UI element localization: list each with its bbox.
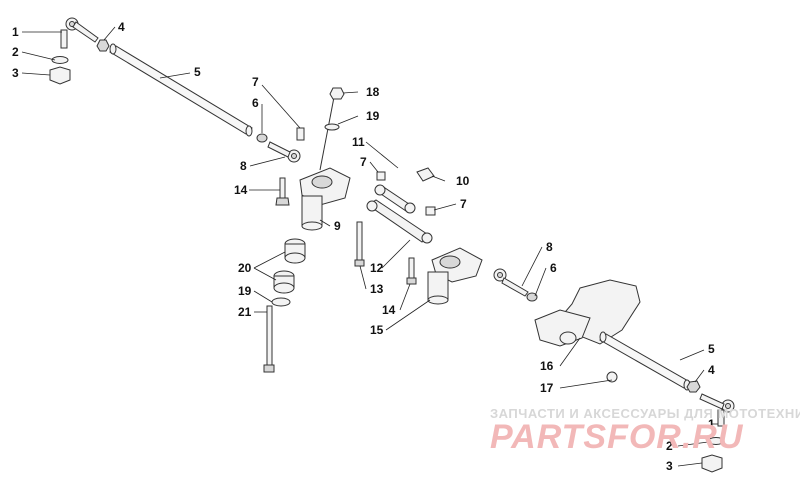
washer-lower [271, 297, 291, 307]
callout-5-upper-left: 5 [194, 65, 201, 79]
grease-fitting [606, 371, 618, 383]
callout-1-upper-left: 1 [12, 25, 19, 39]
washer-upper-left [51, 56, 69, 64]
callout-18: 18 [366, 85, 380, 99]
callout-6-right: 6 [550, 261, 557, 275]
callout-7-upper: 7 [252, 75, 259, 89]
bolt-upper-left [275, 177, 290, 206]
tie-rod-shaft-left [109, 43, 253, 137]
callout-7-center: 7 [360, 155, 367, 169]
callout-4-right: 4 [708, 363, 715, 377]
bushing-upper [284, 238, 306, 264]
bushing-lower [273, 270, 295, 294]
lock-nut-upper-left [49, 66, 71, 85]
callout-14-upper: 14 [234, 183, 248, 197]
callout-8-upper: 8 [240, 159, 247, 173]
callout-7-right: 7 [460, 197, 467, 211]
bolt-center-right [406, 257, 417, 285]
drag-link [366, 184, 433, 244]
tie-rod-end-lower-right [699, 393, 735, 427]
callout-10: 10 [456, 174, 470, 188]
bolt-center-left [354, 221, 365, 267]
jam-nut-right [686, 380, 701, 393]
tie-rod-end-middle [256, 127, 305, 163]
callout-1-lower-right: 1 [708, 417, 715, 431]
callout-9: 9 [334, 219, 341, 233]
nut-center-upper [376, 171, 386, 181]
callout-3-upper-left: 3 [12, 66, 19, 80]
jam-nut-upper-left [96, 39, 110, 52]
callout-labels: 1 2 3 4 5 6 7 8 14 18 19 11 7 10 7 9 20 … [12, 20, 715, 473]
watermark-caption: ЗАПЧАСТИ И АКСЕССУАРЫ ДЛЯ МОТОТЕХНИКИ [490, 406, 800, 421]
callout-6-upper: 6 [252, 96, 259, 110]
long-bolt [263, 305, 275, 373]
washer-lower-right [707, 437, 725, 445]
callout-15: 15 [370, 323, 384, 337]
leader-lines [21, 26, 718, 467]
tie-rod-end-upper-left [60, 17, 99, 49]
callout-20: 20 [238, 261, 252, 275]
callout-3-lower-right: 3 [666, 459, 673, 473]
callout-2-upper-left: 2 [12, 45, 19, 59]
callout-4-upper-left: 4 [118, 20, 125, 34]
callout-8-right: 8 [546, 240, 553, 254]
square-nut [416, 167, 435, 182]
callout-2-lower-right: 2 [666, 439, 673, 453]
callout-14-center: 14 [382, 303, 396, 317]
nut-top [329, 87, 345, 100]
tie-rod-end-middle-right [493, 268, 538, 302]
callout-5-right: 5 [708, 342, 715, 356]
callout-19-lower: 19 [238, 284, 252, 298]
steering-column [299, 91, 351, 231]
callout-16: 16 [540, 359, 554, 373]
callout-17: 17 [540, 381, 554, 395]
lock-nut-lower-right [701, 454, 723, 473]
idler-arm-bracket [427, 247, 483, 305]
washer-top [324, 123, 340, 131]
watermark: ЗАПЧАСТИ И АКСЕССУАРЫ ДЛЯ МОТОТЕХНИКИ PA… [490, 406, 800, 456]
callout-11: 11 [352, 135, 365, 149]
callout-19-upper: 19 [366, 109, 380, 123]
callout-21: 21 [238, 305, 252, 319]
callout-12: 12 [370, 261, 384, 275]
watermark-logo: PARTSFOR.RU [490, 418, 744, 456]
steering-knuckle [534, 279, 641, 347]
nut-center-right [425, 206, 436, 216]
callout-13: 13 [370, 282, 384, 296]
